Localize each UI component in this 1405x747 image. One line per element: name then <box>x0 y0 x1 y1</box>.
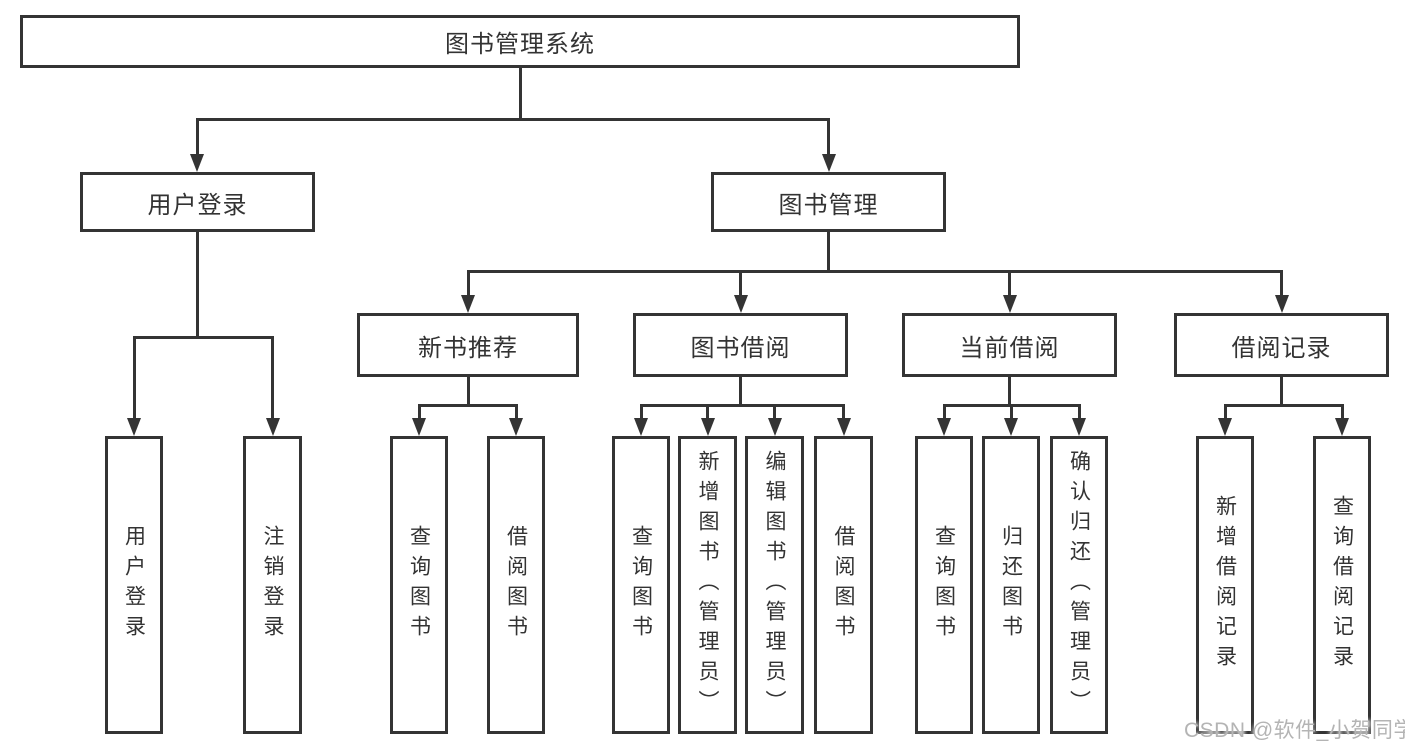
node-borrowing-records: 借阅记录 <box>1174 313 1389 377</box>
connector-drop-level3 <box>739 270 742 297</box>
down-arrow-icon <box>634 418 648 436</box>
leaf-add-books-admin: 新增图书（管理员） <box>678 436 737 734</box>
leaf-logout: 注销登录 <box>243 436 302 734</box>
node-new-book-recommendation: 新书推荐 <box>357 313 579 377</box>
connector-drop-leaf <box>942 404 946 420</box>
connector-drop-leaf <box>706 404 709 420</box>
leaf-add-borrow-record: 新增借阅记录 <box>1196 436 1254 734</box>
connector-drop-leaf <box>514 404 518 420</box>
down-arrow-icon <box>1072 418 1086 436</box>
down-arrow-icon <box>836 418 851 436</box>
connector-drop-level3 <box>1008 270 1011 297</box>
node-user-login: 用户登录 <box>80 172 315 232</box>
leaf-query-books-current: 查询图书 <box>915 436 973 734</box>
connector-drop-leaf <box>271 336 274 418</box>
down-arrow-icon <box>1002 295 1017 313</box>
connector-drop-mgmt <box>827 118 830 156</box>
connector-drop-leaf <box>1009 404 1013 420</box>
watermark: CSDN @软件_小贺同学 <box>1184 719 1405 742</box>
down-arrow-icon <box>265 418 280 436</box>
connector-level3-bar <box>466 270 1283 273</box>
down-arrow-icon <box>1218 418 1232 436</box>
connector-borrow-bar <box>639 404 845 407</box>
node-book-management: 图书管理 <box>711 172 946 232</box>
down-arrow-icon <box>821 154 836 172</box>
connector-drop-leaf <box>1223 404 1227 420</box>
connector-mgmt-stub <box>827 232 830 273</box>
connector-drop-leaf <box>773 404 776 420</box>
connector-drop-leaf <box>1077 404 1081 420</box>
connector-newbook-stub <box>466 377 470 406</box>
down-arrow-icon <box>937 418 951 436</box>
down-arrow-icon <box>767 418 782 436</box>
connector-login-bar <box>132 336 274 339</box>
leaf-user-login: 用户登录 <box>105 436 163 734</box>
connector-root-stub <box>518 68 522 120</box>
node-library-management-system: 图书管理系统 <box>20 15 1020 68</box>
connector-newbook-bar <box>417 404 518 407</box>
down-arrow-icon <box>1274 295 1289 313</box>
leaf-query-books-recommend: 查询图书 <box>390 436 448 734</box>
down-arrow-icon <box>461 295 475 313</box>
down-arrow-icon <box>127 418 141 436</box>
leaf-query-books-borrow: 查询图书 <box>612 436 670 734</box>
node-book-borrowing: 图书借阅 <box>633 313 848 377</box>
leaf-return-books: 归还图书 <box>982 436 1040 734</box>
down-arrow-icon <box>509 418 523 436</box>
leaf-query-borrow-record: 查询借阅记录 <box>1313 436 1371 734</box>
connector-drop-leaf <box>639 404 643 420</box>
connector-drop-level3 <box>466 270 470 297</box>
connector-drop-level3 <box>1280 270 1283 297</box>
connector-login-stub <box>195 232 199 339</box>
down-arrow-icon <box>1004 418 1018 436</box>
connector-drop-leaf <box>1340 404 1344 420</box>
connector-records-stub <box>1280 377 1283 406</box>
down-arrow-icon <box>700 418 715 436</box>
leaf-edit-books-admin: 编辑图书（管理员） <box>745 436 804 734</box>
connector-borrow-stub <box>739 377 742 406</box>
leaf-confirm-return-admin: 确认归还（管理员） <box>1050 436 1108 734</box>
connector-records-bar <box>1223 404 1344 407</box>
leaf-borrow-books: 借阅图书 <box>814 436 873 734</box>
connector-drop-login <box>195 118 199 156</box>
connector-drop-leaf <box>417 404 421 420</box>
down-arrow-icon <box>412 418 426 436</box>
connector-drop-leaf <box>842 404 845 420</box>
down-arrow-icon <box>733 295 748 313</box>
down-arrow-icon <box>190 154 204 172</box>
connector-current-stub <box>1008 377 1011 406</box>
connector-level2-bar <box>195 118 830 121</box>
leaf-borrow-books-recommend: 借阅图书 <box>487 436 545 734</box>
node-current-borrowing: 当前借阅 <box>902 313 1117 377</box>
down-arrow-icon <box>1335 418 1349 436</box>
connector-drop-leaf <box>132 336 136 418</box>
